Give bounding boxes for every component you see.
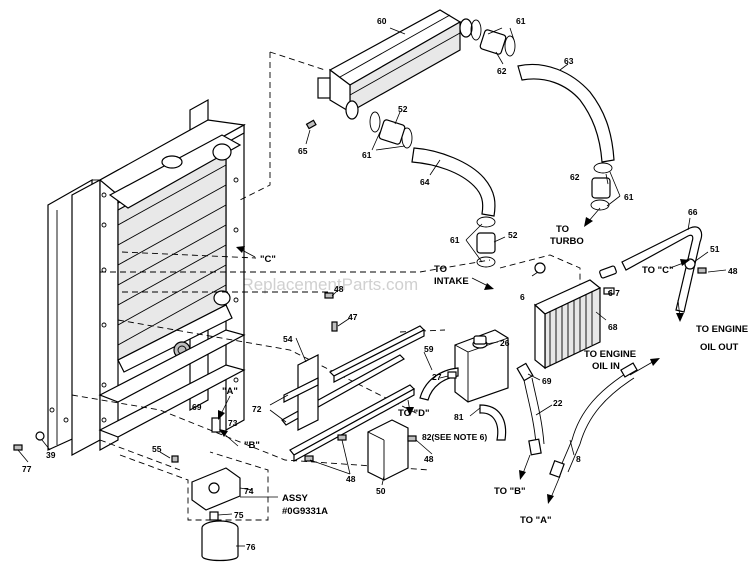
- label-c-ref-left: "C": [260, 254, 276, 265]
- callout-48: 48: [424, 454, 434, 464]
- oil-line-8: [559, 371, 635, 473]
- label-assy-line2: #0G9331A: [282, 506, 328, 517]
- hose-63: [517, 63, 615, 163]
- callout-48: 48: [334, 284, 344, 294]
- callout-60: 60: [377, 16, 387, 26]
- callout-27: 27: [432, 372, 442, 382]
- callout-55: 55: [152, 444, 162, 454]
- label-to-a: TO "A": [520, 515, 552, 526]
- callout-77: 77: [22, 464, 32, 474]
- label-to-turbo-line2: TURBO: [550, 236, 584, 247]
- oil-line-22: [523, 377, 545, 445]
- callout-69: 69: [192, 402, 202, 412]
- oil-filter-adapter-assy: [191, 417, 241, 562]
- label-a-ref: "A": [222, 386, 238, 397]
- watermark: eReplacementParts.com: [232, 275, 418, 294]
- label-to-b: TO "B": [494, 486, 526, 497]
- callout-26: 26: [500, 338, 510, 348]
- label-to-engine-oil-out-line1: TO ENGINE: [696, 324, 748, 335]
- label-to-intake-line2: INTAKE: [434, 276, 469, 287]
- callout-76: 76: [246, 542, 256, 552]
- dashed-reference-lines: [71, 51, 581, 521]
- label-to-c-right: TO "C": [642, 265, 674, 276]
- callout-39: 39: [46, 450, 56, 460]
- hose-64: [411, 147, 496, 217]
- fitting-69: [516, 362, 534, 382]
- callout-54: 54: [283, 334, 293, 344]
- label-b-ref: "B": [244, 440, 260, 451]
- hose-81: [479, 404, 507, 441]
- callout-69: 69: [542, 376, 552, 386]
- callout-66: 66: [688, 207, 698, 217]
- callout-73: 73: [228, 418, 238, 428]
- fitting-27: [447, 371, 457, 379]
- label-to-engine-oil-in-line1: TO ENGINE: [584, 349, 636, 360]
- callout-61: 61: [362, 150, 372, 160]
- callout-61: 61: [450, 235, 460, 245]
- charge-air-cooler: [317, 9, 473, 120]
- callout-62: 62: [497, 66, 507, 76]
- oil-line-66: [621, 226, 703, 313]
- routing-labels: TO TURBO TO INTAKE "C" TO "C" TO ENGINE …: [222, 224, 748, 526]
- callout-82: 82(SEE NOTE 6): [422, 432, 487, 442]
- callout-75: 75: [234, 510, 244, 520]
- callout-68: 68: [608, 322, 618, 332]
- callout-67: 6 7: [608, 288, 620, 298]
- callout-8: 8: [576, 454, 581, 464]
- callout-48: 48: [346, 474, 356, 484]
- callout-65: 65: [298, 146, 308, 156]
- fitting-6: [534, 262, 546, 274]
- label-to-d: TO "D": [398, 408, 430, 419]
- callout-62: 62: [570, 172, 580, 182]
- coolant-tank: [454, 329, 509, 403]
- callout-48: 48: [728, 266, 738, 276]
- callout-52: 52: [398, 104, 408, 114]
- fitting-67: [603, 287, 615, 295]
- oil-cooler: [533, 265, 617, 370]
- callout-64: 64: [420, 177, 430, 187]
- callout-74: 74: [244, 486, 254, 496]
- callout-61: 61: [624, 192, 634, 202]
- label-to-turbo-line1: TO: [556, 224, 569, 235]
- callout-81: 81: [454, 412, 464, 422]
- callout-6: 6: [520, 292, 525, 302]
- label-to-engine-oil-out-line2: OIL OUT: [700, 342, 739, 353]
- callout-61: 61: [516, 16, 526, 26]
- label-assy-line1: ASSY: [282, 493, 309, 504]
- callout-50: 50: [376, 486, 386, 496]
- direction-arrows: [218, 207, 690, 504]
- label-to-engine-oil-in-line2: OIL IN: [592, 361, 620, 372]
- callout-59: 59: [424, 344, 434, 354]
- radiator-frame: [47, 98, 246, 457]
- callout-leaders: [17, 27, 727, 547]
- callout-22: 22: [553, 398, 563, 408]
- callout-47: 47: [348, 312, 358, 322]
- label-to-intake-line1: TO: [434, 264, 447, 275]
- callout-72: 72: [252, 404, 262, 414]
- callout-63: 63: [564, 56, 574, 66]
- callout-52: 52: [508, 230, 518, 240]
- callout-numbers: 60 61 62 63 65 52 61 64 62 61 61 52 66 5…: [22, 16, 738, 552]
- hose-clamps: [369, 19, 613, 268]
- callout-51: 51: [710, 244, 720, 254]
- mounting-brackets: [281, 325, 426, 481]
